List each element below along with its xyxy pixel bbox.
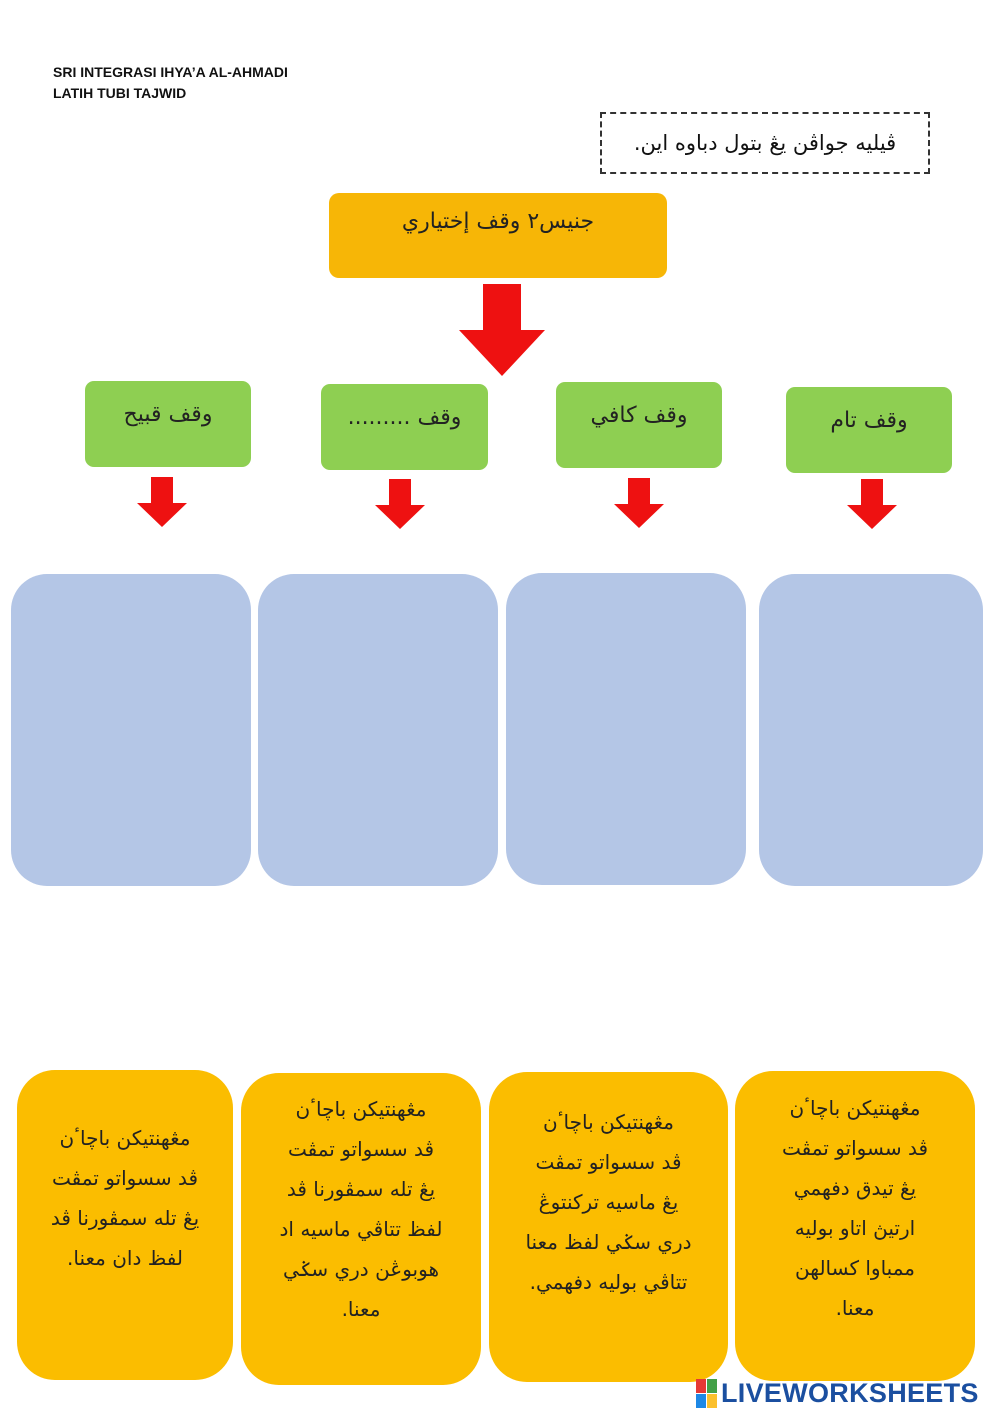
answer-card-4[interactable]: مڠهنتيكن باچاٴن ڤد سسواتو تمڤت يڠ تيدق د…: [735, 1071, 975, 1381]
answer-line: دري سݢي لفظ معنا: [525, 1230, 692, 1254]
answer-line: ارتيڽ اتاو بوليه: [794, 1216, 916, 1240]
answer-line: مڠهنتيكن باچاٴن: [789, 1096, 921, 1120]
instruction-box: ڤيليه جواڤن يڠ بتول دباوه اين.: [600, 112, 930, 174]
school-name: SRI INTEGRASI IHYA’A AL-AHMADI: [53, 64, 288, 80]
drop-zone-blank[interactable]: [258, 574, 498, 886]
answer-line: ممباوا كسالهن: [795, 1256, 915, 1280]
category-box-blank: وقف .........: [321, 384, 488, 470]
arrow-down-icon: [847, 479, 897, 529]
arrow-down-icon: [459, 284, 545, 376]
answer-line: يڠ تله سمڤورنا ڤد: [286, 1177, 436, 1201]
liveworksheets-logo: LIVEWORKSHEETS: [696, 1378, 979, 1409]
answer-line: معنا.: [835, 1296, 875, 1320]
arrow-down-icon: [614, 478, 664, 528]
answer-line: ڤد سسواتو تمڤت: [781, 1136, 929, 1160]
category-label: وقف كافي: [590, 402, 688, 428]
answer-line: ڤد سسواتو تمڤت: [51, 1166, 199, 1190]
header: SRI INTEGRASI IHYA’A AL-AHMADI LATIH TUB…: [53, 62, 288, 104]
answer-line: لفظ تتاڤي ماسيه اد: [279, 1217, 443, 1241]
arrow-down-icon: [137, 477, 187, 527]
answer-card-3[interactable]: مڠهنتيكن باچاٴن ڤد سسواتو تمڤت يڠ ماسيه …: [489, 1072, 728, 1382]
answer-card-2[interactable]: مڠهنتيكن باچاٴن ڤد سسواتو تمڤت يڠ تله سم…: [241, 1073, 481, 1385]
category-label: وقف .........: [347, 404, 462, 430]
answer-line: مڠهنتيكن باچاٴن: [295, 1097, 427, 1121]
arrow-down-icon: [375, 479, 425, 529]
category-label: وقف قبيح: [123, 401, 213, 427]
answer-card-1[interactable]: مڠهنتيكن باچاٴن ڤد سسواتو تمڤت يڠ تله سم…: [17, 1070, 233, 1380]
category-box-kafi: وقف كافي: [556, 382, 722, 468]
drop-zone-qabih[interactable]: [11, 574, 251, 886]
drop-zone-tam[interactable]: [759, 574, 983, 886]
drop-zone-kafi[interactable]: [506, 573, 746, 885]
answer-line: يڠ ماسيه تركنتوڠ: [538, 1190, 679, 1214]
answer-line: تتاڤي بوليه دفهمي.: [529, 1270, 688, 1294]
worksheet-subject: LATIH TUBI TAJWID: [53, 85, 187, 101]
title-box: جنيس٢ وقف إختياري: [329, 193, 667, 278]
answer-line: هوبوڠن دري سݢي: [282, 1257, 439, 1281]
answer-line: يڠ تله سمڤورنا ڤد: [50, 1206, 200, 1230]
instruction-text: ڤيليه جواڤن يڠ بتول دباوه اين.: [633, 131, 897, 155]
answer-line: يڠ تيدق دفهمي: [793, 1176, 917, 1200]
category-box-qabih: وقف قبيح: [85, 381, 251, 467]
category-label: وقف تام: [830, 407, 908, 433]
category-box-tam: وقف تام: [786, 387, 952, 473]
brand-name: LIVEWORKSHEETS: [721, 1378, 979, 1408]
brand-logo-icon: [696, 1379, 717, 1408]
answer-line: لفظ دان معنا.: [67, 1246, 183, 1270]
answer-line: ڤد سسواتو تمڤت: [535, 1150, 682, 1174]
answer-line: معنا.: [341, 1297, 381, 1321]
answer-line: مڠهنتيكن باچاٴن: [543, 1110, 674, 1134]
answer-line: مڠهنتيكن باچاٴن: [59, 1126, 191, 1150]
title-text: جنيس٢ وقف إختياري: [401, 209, 595, 234]
answer-line: ڤد سسواتو تمڤت: [287, 1137, 435, 1161]
